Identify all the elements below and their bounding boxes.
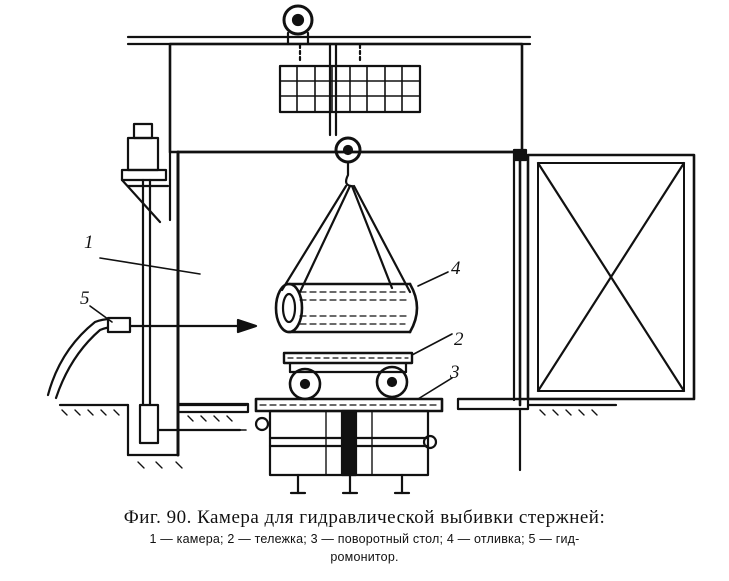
floor	[58, 397, 618, 472]
label-trolley: 2	[454, 329, 464, 350]
label-casting: 4	[451, 258, 461, 279]
casting	[274, 282, 419, 334]
crane-hook	[280, 136, 412, 294]
hydromonitor	[46, 122, 258, 445]
overhead-crane	[126, 4, 532, 154]
turntable	[254, 397, 444, 495]
figure-caption: Фиг. 90. Камера для гидравлической выбив…	[0, 505, 729, 565]
chamber-door	[526, 153, 696, 401]
caption-legend-line-1: 1 — камера; 2 — тележка; 3 — поворотный …	[149, 532, 580, 546]
label-hydromonitor: 5	[80, 288, 90, 309]
caption-legend-line-2: ромонитор.	[330, 550, 399, 564]
label-chamber: 1	[84, 232, 94, 253]
chamber-diagram: 1 2 3 4 5	[46, 4, 696, 495]
label-turntable: 3	[449, 362, 460, 383]
caption-title: Фиг. 90. Камера для гидравлической выбив…	[123, 507, 606, 528]
trolley	[282, 351, 414, 401]
